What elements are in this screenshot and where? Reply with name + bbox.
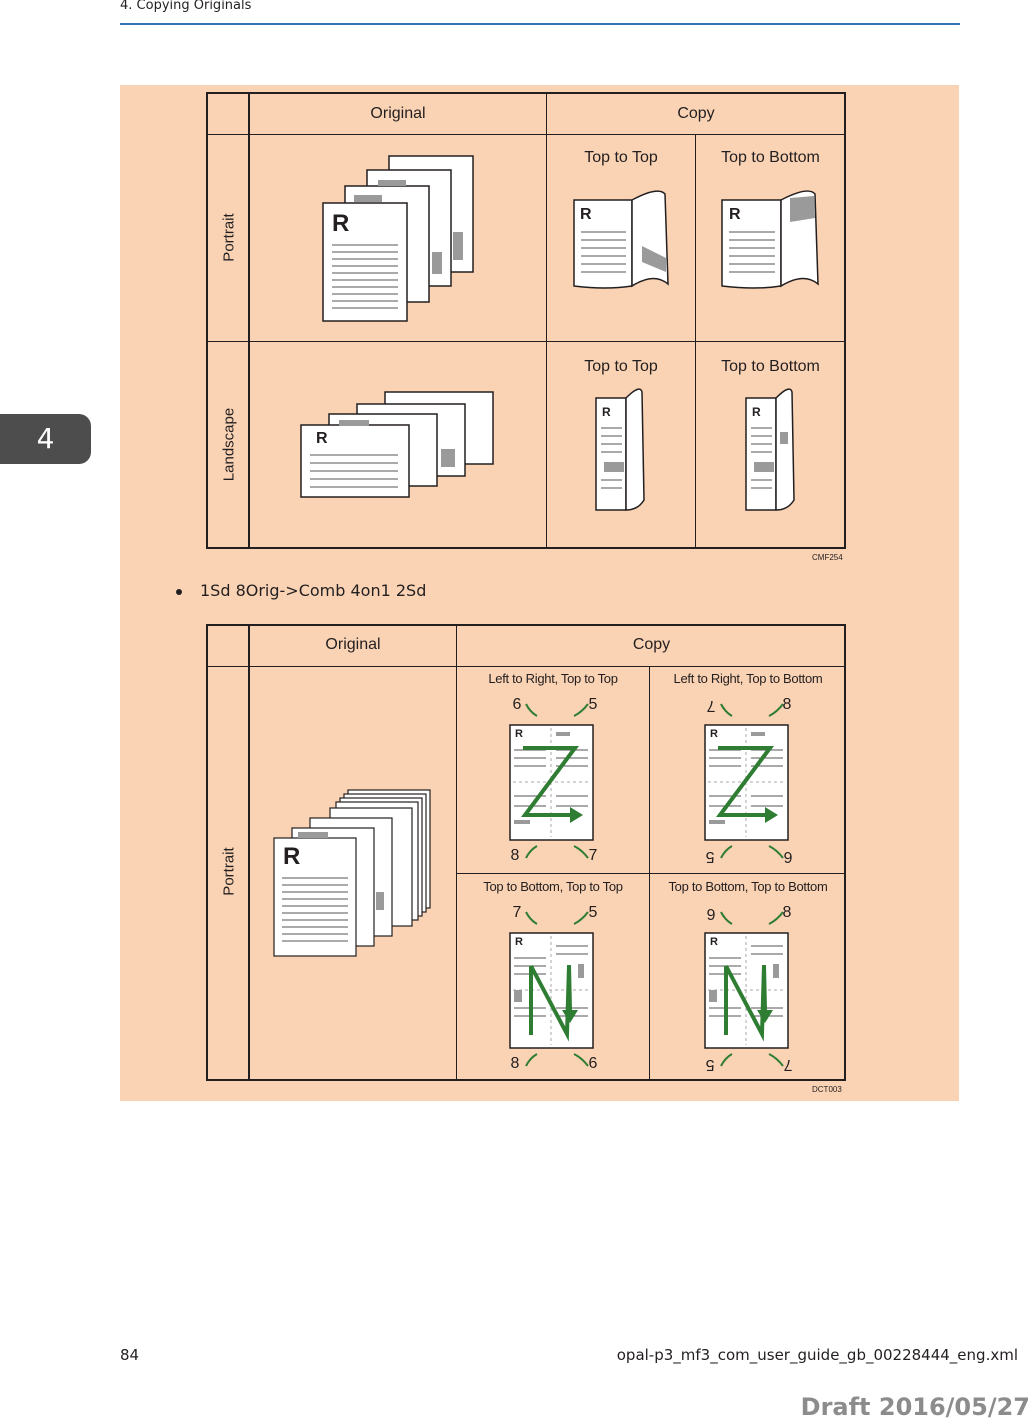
portrait-copy-top-to-bottom-letter: R bbox=[729, 206, 741, 223]
figure2-col-copy: Copy bbox=[632, 636, 671, 653]
cell-tb-top-to-bottom-letter: R bbox=[710, 936, 718, 948]
cell-lr-top-to-bottom-num-bl: 5 bbox=[705, 848, 715, 865]
landscape-original-letter: R bbox=[316, 430, 328, 447]
figure2-table bbox=[206, 624, 846, 1081]
draft-watermark: Draft 2016/05/27 bbox=[800, 1393, 1030, 1421]
figure2-code: DCT003 bbox=[812, 1085, 842, 1094]
figure2-row-portrait: Portrait bbox=[220, 847, 238, 896]
cell-tb-top-to-bottom-num-br: 7 bbox=[783, 1056, 793, 1073]
bullet-item: 1Sd 8Orig->Comb 4on1 2Sd bbox=[176, 581, 426, 600]
landscape-copy-top-to-top-letter: R bbox=[602, 405, 611, 419]
cell-tb-top-to-top-letter: R bbox=[515, 936, 523, 948]
landscape-copy-top-to-bottom-letter: R bbox=[752, 405, 761, 419]
figure1-portrait-top-to-top: Top to Top bbox=[584, 149, 658, 166]
figure1-landscape-top-to-top: Top to Top bbox=[584, 358, 658, 375]
cell-tb-top-to-top-num-tl: 7 bbox=[512, 904, 522, 921]
cell-lr-top-to-bottom-letter: R bbox=[710, 728, 718, 740]
figure1-code: CMF254 bbox=[812, 553, 843, 562]
figure1-divider bbox=[206, 134, 846, 135]
header-rule bbox=[120, 23, 960, 25]
cell-tb-top-to-bottom-num-tl: 6 bbox=[706, 905, 716, 922]
landscape-copy-top-to-bottom-illustration bbox=[745, 388, 795, 511]
cell-lr-top-to-top-num-bl: 8 bbox=[510, 847, 520, 864]
cell-lr-top-to-bottom-num-tr: 8 bbox=[782, 696, 792, 713]
portrait-copy-top-to-bottom-illustration bbox=[721, 190, 819, 289]
portrait-original-letter: R bbox=[332, 210, 350, 237]
figure1-table bbox=[206, 92, 846, 549]
figure1-row-portrait: Portrait bbox=[220, 213, 238, 262]
cell-tb-top-to-bottom-num-tr: 8 bbox=[782, 904, 792, 921]
figure2-divider bbox=[206, 666, 846, 667]
figure2-divider bbox=[456, 624, 457, 1081]
figure1-landscape-top-to-bottom: Top to Bottom bbox=[721, 358, 820, 375]
landscape-original-stack-illustration bbox=[300, 391, 494, 498]
cell-lr-top-to-bottom-illustration bbox=[704, 703, 789, 859]
figure-panel bbox=[120, 85, 959, 1101]
figure1-col-original: Original bbox=[370, 105, 426, 122]
cell-lr-top-to-top-illustration bbox=[509, 703, 594, 859]
cell-lr-top-to-top-letter: R bbox=[515, 728, 523, 740]
portrait-copy-top-to-top-letter: R bbox=[580, 206, 592, 223]
cell-label-lr-top-to-bottom: Left to Right, Top to Bottom bbox=[673, 671, 823, 686]
figure2-original-letter: R bbox=[283, 843, 301, 870]
figure2-original-stack-illustration bbox=[273, 789, 431, 957]
figure2-col-original: Original bbox=[325, 636, 381, 653]
cell-tb-top-to-bottom-num-bl: 5 bbox=[705, 1056, 715, 1073]
figure1-row-landscape: Landscape bbox=[220, 407, 238, 482]
page-number: 84 bbox=[120, 1346, 140, 1364]
cell-tb-top-to-top-num-tr: 5 bbox=[588, 904, 598, 921]
bullet-dot bbox=[176, 588, 182, 595]
cell-lr-top-to-bottom-num-br: 6 bbox=[783, 848, 793, 865]
cell-lr-top-to-top-num-tr: 5 bbox=[588, 696, 598, 713]
source-file-name: opal-p3_mf3_com_user_guide_gb_00228444_e… bbox=[616, 1346, 1018, 1364]
figure1-divider bbox=[695, 135, 696, 549]
landscape-copy-top-to-top-illustration bbox=[595, 388, 645, 511]
figure2-divider bbox=[248, 624, 250, 1081]
figure1-divider bbox=[206, 341, 846, 342]
cell-lr-top-to-top-num-br: 7 bbox=[588, 847, 598, 864]
cell-tb-top-to-top-num-br: 6 bbox=[588, 1055, 598, 1072]
cell-label-tb-top-to-bottom: Top to Bottom, Top to Bottom bbox=[668, 879, 828, 894]
cell-label-lr-top-to-top: Left to Right, Top to Top bbox=[488, 671, 618, 686]
chapter-tab[interactable]: 4 bbox=[0, 414, 91, 464]
portrait-copy-top-to-top-illustration bbox=[573, 190, 669, 289]
cell-tb-top-to-bottom-illustration bbox=[704, 911, 789, 1067]
figure1-col-copy: Copy bbox=[677, 105, 715, 122]
figure2-divider bbox=[457, 873, 846, 874]
running-header: 4. Copying Originals bbox=[120, 0, 252, 13]
figure1-divider bbox=[546, 92, 547, 549]
cell-tb-top-to-top-num-bl: 8 bbox=[510, 1055, 520, 1072]
cell-tb-top-to-top-illustration bbox=[509, 911, 594, 1067]
cell-lr-top-to-bottom-num-tl: 7 bbox=[706, 697, 716, 714]
figure1-portrait-top-to-bottom: Top to Bottom bbox=[721, 149, 820, 166]
portrait-original-stack-illustration bbox=[322, 155, 474, 322]
cell-lr-top-to-top-num-tl: 6 bbox=[512, 696, 522, 713]
bullet-item-text: 1Sd 8Orig->Comb 4on1 2Sd bbox=[200, 581, 427, 600]
figure1-divider bbox=[248, 92, 250, 549]
cell-label-tb-top-to-top: Top to Bottom, Top to Top bbox=[483, 879, 623, 894]
